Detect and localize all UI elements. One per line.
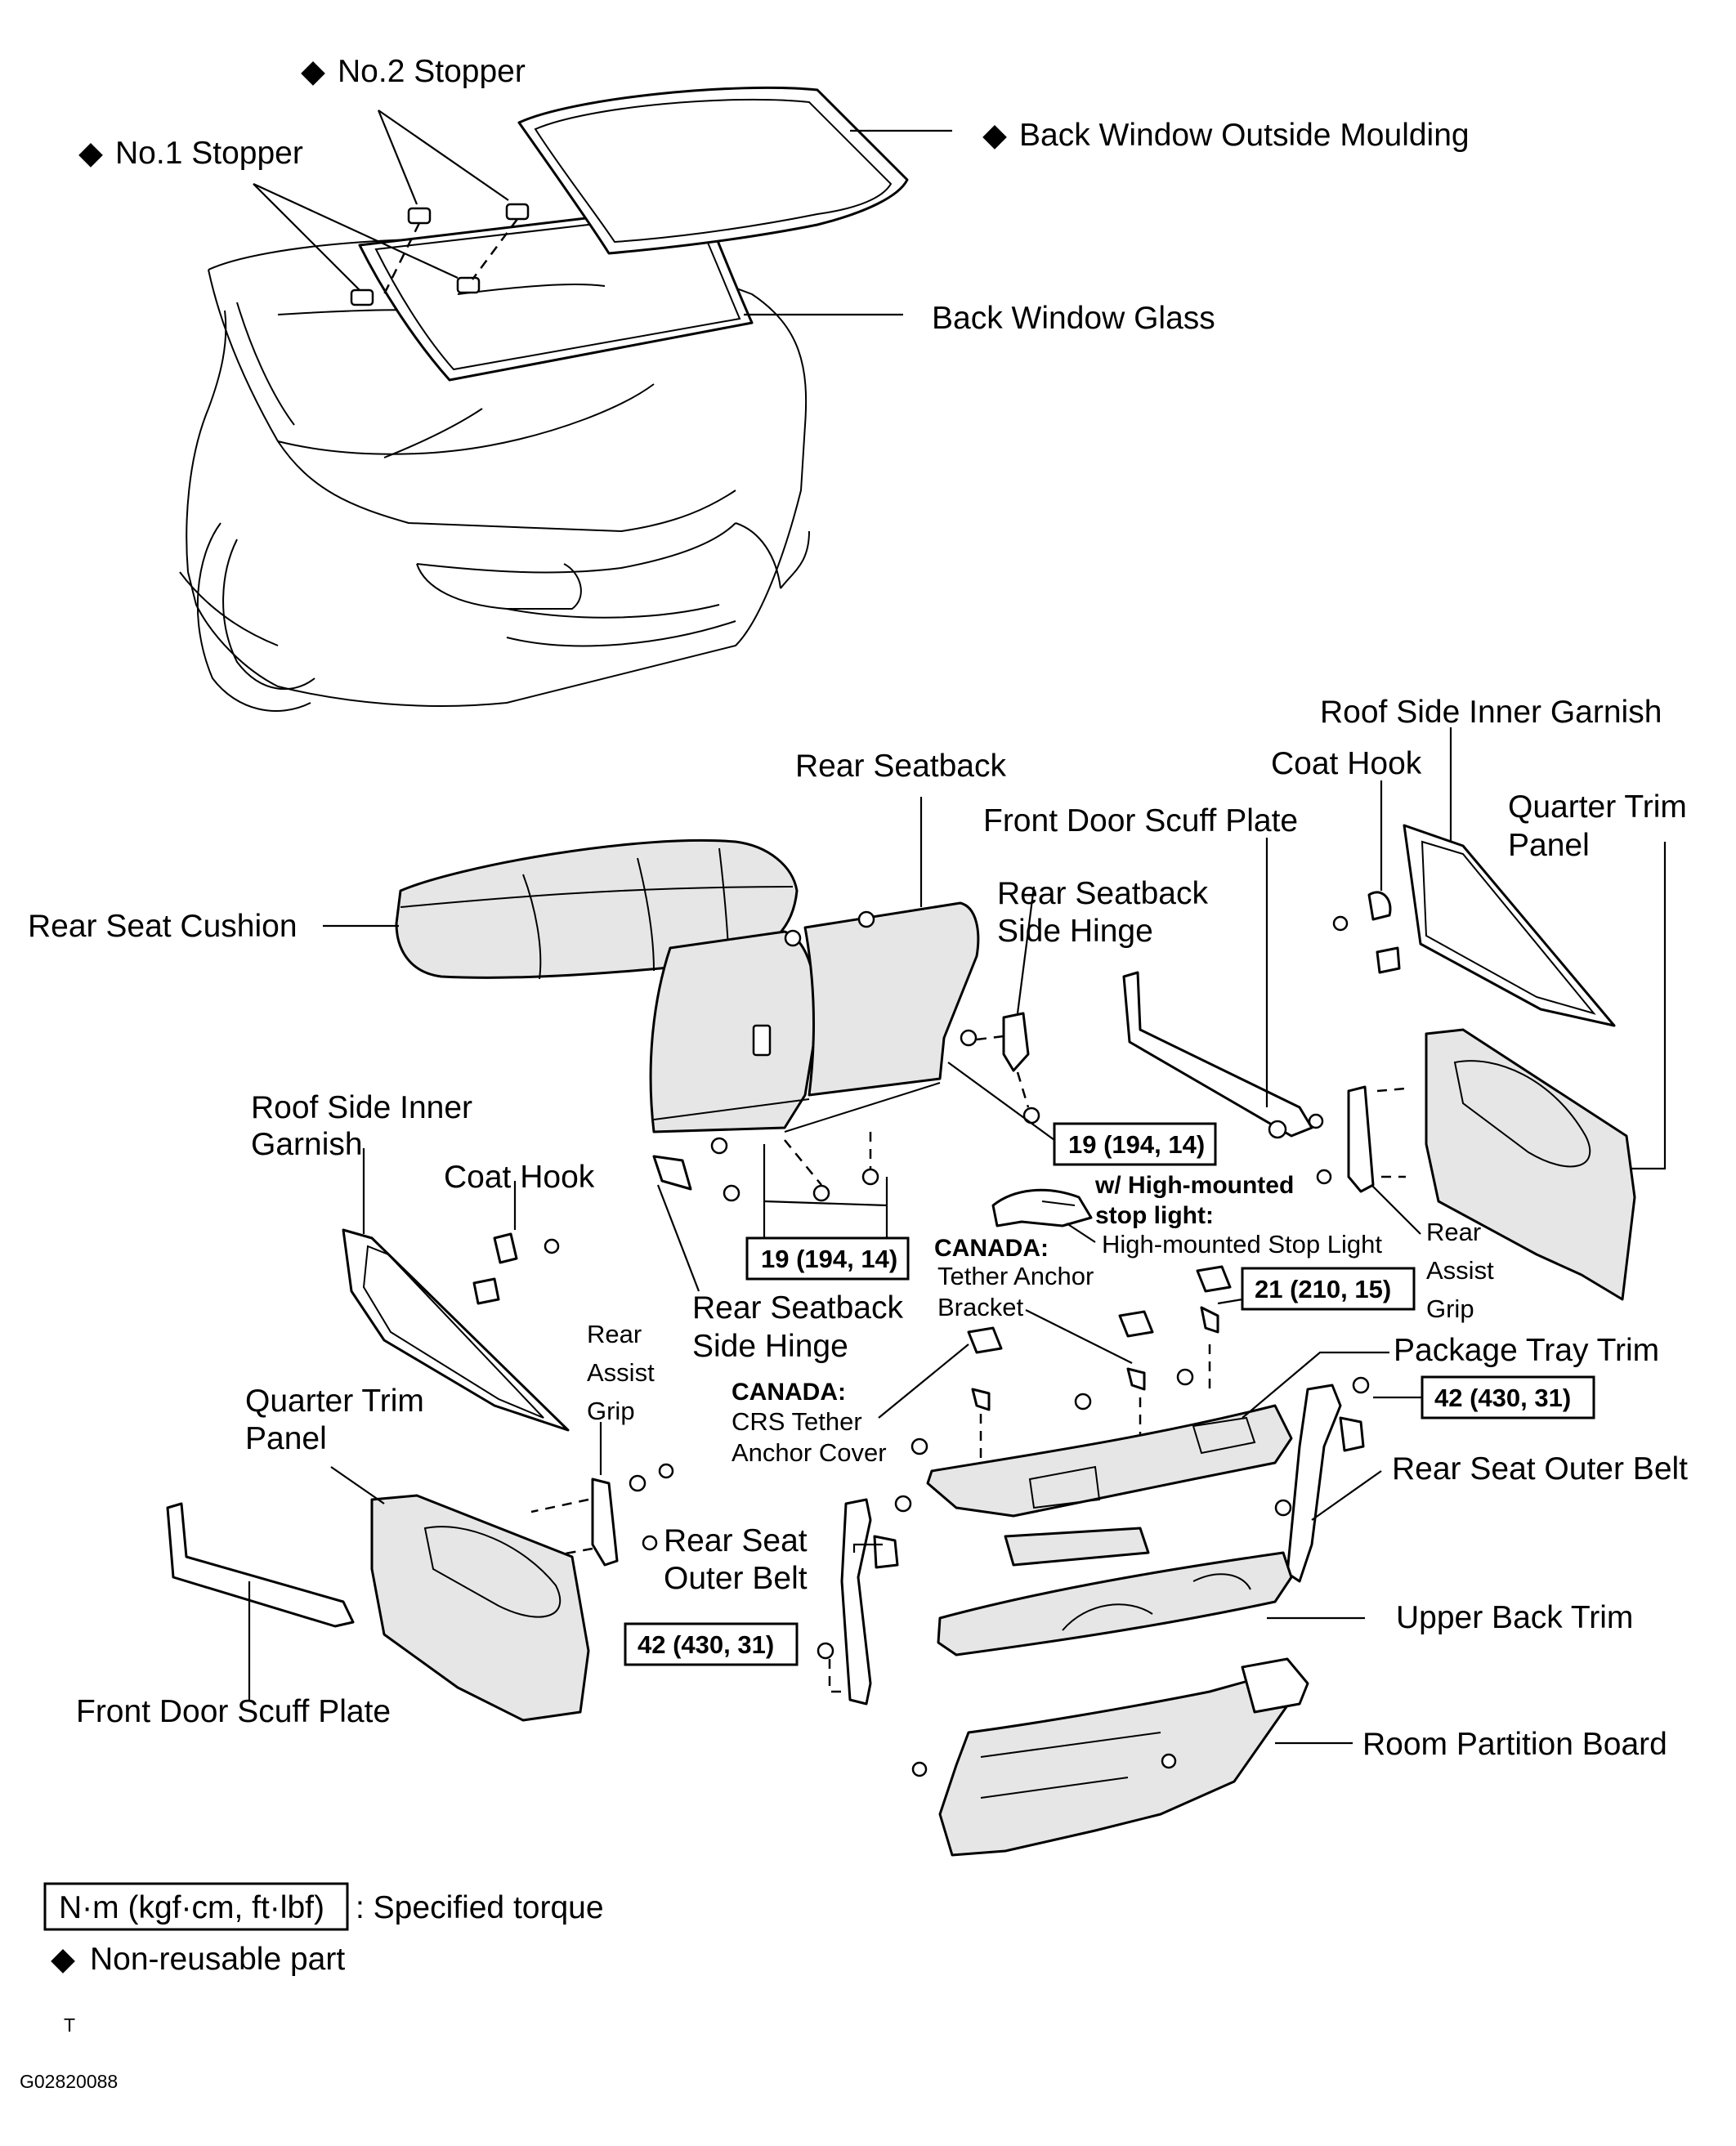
torque-value-3: 21 (210, 15) (1255, 1275, 1391, 1303)
legend: N·m (kgf·cm, ft·lbf) : Specified torque … (20, 1882, 604, 2092)
stoppers (350, 203, 530, 306)
torque-box-1: 19 (194, 14) (1053, 1122, 1217, 1166)
label-back-window-glass: Back Window Glass (932, 301, 1215, 336)
label-roof-side-inner-garnish-left-2: Garnish (251, 1127, 363, 1162)
label-quarter-trim-panel-right-1: Quarter Trim (1508, 789, 1687, 825)
torque-value-4: 42 (430, 31) (1434, 1384, 1571, 1412)
torque-value-5: 42 (430, 31) (638, 1630, 774, 1659)
label-rear-seat-outer-belt-right: Rear Seat Outer Belt (1392, 1451, 1688, 1487)
label-hm-stop-light-cond-1: w/ High-mounted (1094, 1172, 1294, 1199)
room-partition-board (911, 1657, 1353, 1857)
label-rear-seatback-side-hinge-left-2: Side Hinge (692, 1329, 848, 1364)
roof-side-inner-garnish-left (342, 1148, 570, 1432)
label-roof-side-inner-garnish-right: Roof Side Inner Garnish (1320, 695, 1662, 730)
rear-assist-grip-left (530, 1422, 674, 1567)
roof-side-inner-garnish-right (1403, 727, 1616, 1027)
front-door-scuff-plate-left (166, 1502, 355, 1700)
coat-hook-right (1332, 780, 1401, 974)
label-rear-assist-grip-right-1: Rear (1426, 1218, 1481, 1246)
quarter-trim-panel-left (330, 1466, 590, 1722)
label-canada-1: CANADA: (934, 1235, 1049, 1262)
label-quarter-trim-panel-right-2: Panel (1508, 828, 1590, 863)
label-no1-stopper: No.1 Stopper (115, 136, 303, 171)
torque-value-2: 19 (194, 14) (761, 1245, 897, 1273)
label-quarter-trim-panel-left-1: Quarter Trim (245, 1384, 424, 1419)
high-mounted-stop-light (991, 1188, 1096, 1243)
quarter-trim-panel-right (1425, 842, 1667, 1301)
rear-seatback (649, 901, 980, 1133)
coat-hook-left (472, 1181, 560, 1305)
label-canada-2: CANADA: (732, 1379, 846, 1406)
torque-value-1: 19 (194, 14) (1068, 1130, 1205, 1159)
legend-torque-unit: N·m (kgf·cm, ft·lbf) (59, 1890, 324, 1925)
legend-diamond-mark: ◆ (51, 1942, 75, 1977)
label-rear-assist-grip-left-2: Assist (587, 1358, 655, 1387)
rear-assist-grip-right (1268, 1085, 1421, 1235)
label-rear-seatback-side-hinge-right-1: Rear Seatback (997, 876, 1208, 911)
label-rear-seatback-side-hinge-right-2: Side Hinge (997, 914, 1153, 949)
label-rear-seat-outer-belt-left-2: Outer Belt (664, 1561, 808, 1596)
label-rear-assist-grip-left-1: Rear (587, 1320, 642, 1348)
label-rear-seat-outer-belt-left-1: Rear Seat (664, 1523, 808, 1558)
seatback-hinge-left (652, 1132, 888, 1292)
torque-box-2: 19 (194, 14) (745, 1236, 910, 1281)
label-hm-stop-light-cond-2: stop light: (1095, 1202, 1214, 1229)
upper-back-trim (937, 1527, 1365, 1656)
label-rear-seatback-side-hinge-left-1: Rear Seatback (692, 1290, 903, 1326)
mark-no2-stopper: ◆ (301, 54, 325, 89)
label-rear-assist-grip-left-3: Grip (587, 1397, 635, 1425)
leader-crs-cover (878, 1343, 969, 1419)
torque-box-4: 42 (430, 31) (1421, 1375, 1595, 1419)
t-mark: T (64, 2014, 75, 2036)
top-leader-lines (253, 110, 952, 316)
seatback-hinge-right (947, 886, 1055, 1141)
label-room-partition-board: Room Partition Board (1362, 1727, 1667, 1762)
package-tray-trim (911, 1351, 1389, 1518)
back-window-outside-moulding (517, 86, 909, 255)
label-front-door-scuff-plate-left: Front Door Scuff Plate (76, 1694, 391, 1729)
label-rear-assist-grip-right-3: Grip (1426, 1294, 1474, 1323)
label-package-tray-trim: Package Tray Trim (1394, 1333, 1659, 1368)
label-rear-seat-cushion: Rear Seat Cushion (28, 909, 298, 944)
torque-box-3: 21 (210, 15) (1241, 1267, 1416, 1311)
label-crs-tether-anchor-cover-2: Anchor Cover (732, 1438, 887, 1467)
label-upper-back-trim: Upper Back Trim (1396, 1600, 1633, 1635)
front-door-scuff-plate-right (1122, 838, 1313, 1138)
label-front-door-scuff-plate-right: Front Door Scuff Plate (983, 803, 1298, 838)
label-roof-side-inner-garnish-left-1: Roof Side Inner (251, 1090, 472, 1125)
torque-box-5: 42 (430, 31) (624, 1622, 799, 1666)
label-coat-hook-left: Coat Hook (444, 1160, 595, 1195)
label-quarter-trim-panel-left-2: Panel (245, 1421, 327, 1456)
label-no2-stopper: No.2 Stopper (338, 54, 526, 89)
rear-seat-outer-belt-right (1274, 1376, 1422, 1583)
label-tether-anchor-bracket-2: Bracket (937, 1293, 1023, 1321)
legend-torque-desc: : Specified torque (356, 1890, 604, 1925)
mark-no1-stopper: ◆ (78, 136, 103, 171)
label-tether-anchor-bracket-1: Tether Anchor (937, 1262, 1094, 1290)
label-coat-hook-right: Coat Hook (1271, 746, 1422, 781)
rear-seat-outer-belt-left (817, 1495, 912, 1706)
label-rear-assist-grip-right-2: Assist (1426, 1256, 1494, 1285)
tether-anchor-brackets (967, 1265, 1243, 1471)
legend-nonreusable: Non-reusable part (90, 1942, 345, 1977)
label-rear-seatback: Rear Seatback (795, 749, 1006, 784)
label-hm-stop-light: High-mounted Stop Light (1102, 1230, 1382, 1259)
label-back-window-outside-moulding: Back Window Outside Moulding (1019, 118, 1470, 153)
figure-code: G02820088 (20, 2071, 118, 2092)
label-crs-tether-anchor-cover-1: CRS Tether (732, 1407, 862, 1436)
vehicle-rear-outline (179, 237, 810, 712)
mark-back-window-outside-moulding: ◆ (982, 118, 1007, 153)
